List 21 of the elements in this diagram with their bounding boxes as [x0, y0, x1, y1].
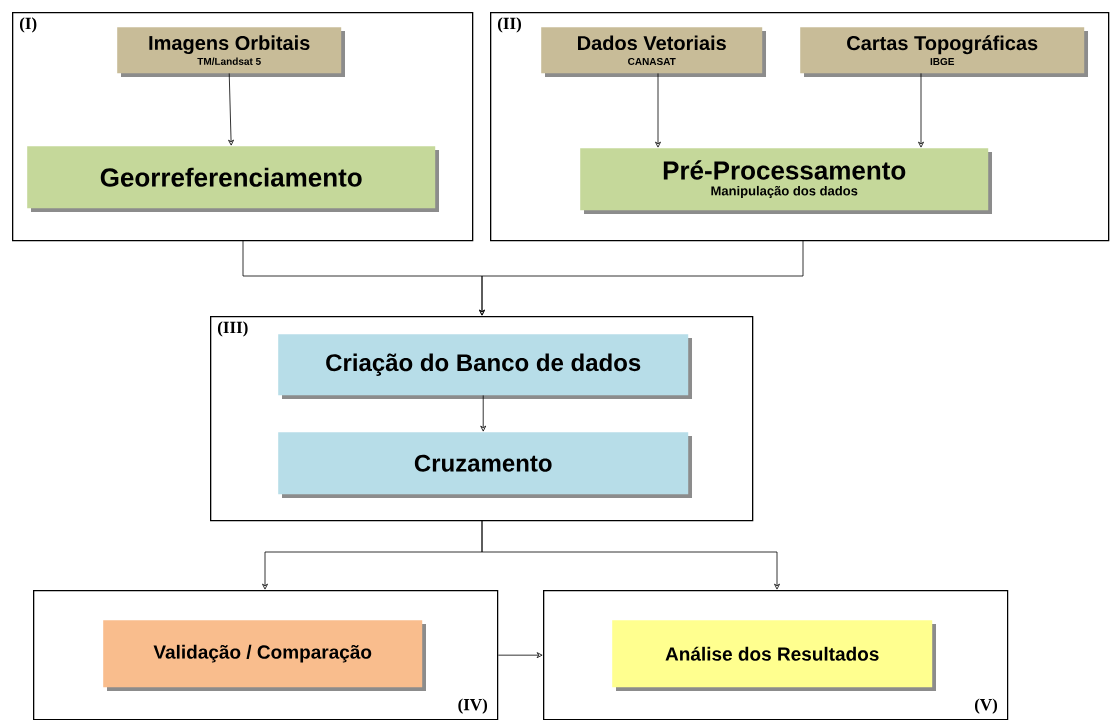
arrow: [918, 73, 924, 148]
panel-number: (I): [19, 17, 37, 33]
process-box: Validação / Comparação: [103, 620, 426, 691]
process-box: Pré-Processamento Manipulação dos dados: [580, 148, 992, 214]
process-box: Georreferenciamento: [27, 146, 439, 212]
process-box: Criação do Banco de dados: [278, 334, 692, 399]
process-box: Análise dos Resultados: [612, 620, 936, 691]
process-box: Cruzamento: [278, 432, 692, 498]
arrow: [481, 519, 780, 590]
process-box: Dados Vetoriais CANASAT: [541, 27, 766, 77]
process-box: Cartas Topográficas IBGE: [800, 27, 1088, 77]
arrow: [655, 73, 661, 148]
panel-number: (III): [217, 321, 248, 337]
process-box: Imagens Orbitais TM/Landsat 5: [117, 27, 345, 77]
arrow: [228, 73, 234, 146]
panel-number: (II): [497, 17, 521, 33]
arrow: [480, 395, 487, 432]
panel-number: (V): [974, 698, 998, 714]
arrow: [497, 652, 543, 659]
panel-number: (IV): [458, 698, 488, 714]
arrow: [479, 239, 804, 316]
